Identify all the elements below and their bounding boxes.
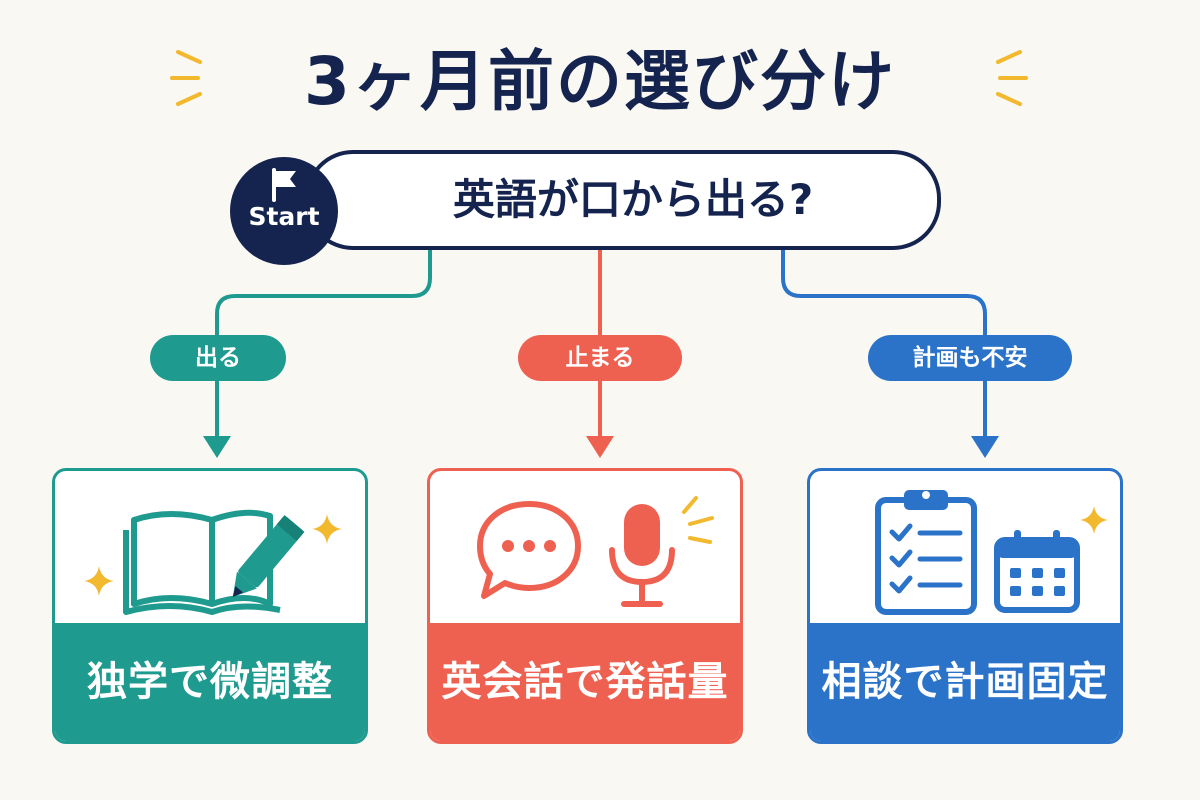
condition-pill-right: 計画も不安 — [868, 335, 1072, 381]
microphone-icon — [609, 504, 675, 607]
arrowhead-center — [586, 436, 614, 458]
start-label: Start — [248, 202, 320, 231]
result-label-conversation: 英会話で発話量 — [430, 623, 740, 741]
calendar-icon — [994, 530, 1080, 613]
sparkle-icon — [312, 514, 342, 544]
arrowhead-right — [971, 436, 999, 458]
connector-left — [215, 248, 432, 440]
result-card-conversation: 英会話で発話量 — [427, 468, 743, 744]
speech-bubble-icon — [477, 501, 581, 599]
sparkle-icon — [1080, 506, 1108, 534]
result-card-consultation: 相談で計画固定 — [807, 468, 1123, 744]
sparkle-icon — [84, 566, 114, 596]
pencil-icon — [232, 515, 305, 598]
clipboard-checklist-icon — [875, 490, 977, 615]
arrowhead-left — [203, 436, 231, 458]
page-title: 3ヶ月前の選び分け — [304, 43, 896, 120]
result-label-consultation: 相談で計画固定 — [810, 623, 1120, 741]
question-text: 英語が口から出る? — [452, 175, 814, 224]
flag-icon — [272, 168, 296, 202]
condition-pill-center: 止まる — [518, 335, 682, 381]
condition-pill-left: 出る — [150, 335, 286, 381]
result-label-self-study: 独学で微調整 — [55, 623, 365, 741]
connector-right — [781, 248, 987, 440]
question-box — [305, 150, 941, 250]
sound-lines — [682, 496, 714, 544]
